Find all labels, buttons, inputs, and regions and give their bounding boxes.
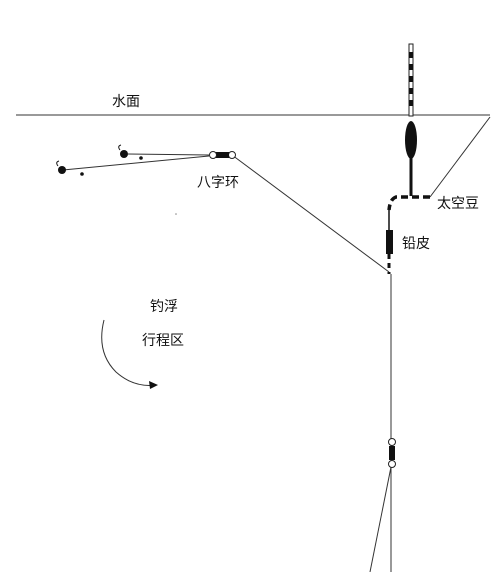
lead-sheet-label: 铅皮 [402, 236, 430, 252]
travel-zone-label-2: 行程区 [142, 333, 184, 349]
float-body [405, 121, 417, 159]
lower-ring-top [388, 438, 396, 446]
rod-line [429, 116, 491, 198]
ring-body [216, 152, 229, 158]
ring-right [228, 151, 236, 159]
stray-dot [175, 213, 177, 215]
travel-zone-arrowhead [149, 381, 158, 389]
lower-swivel [389, 446, 395, 460]
hook-line-short [127, 153, 210, 156]
figure8-ring-label: 八字环 [197, 175, 239, 191]
travel-zone-label-1: 钓浮 [150, 299, 178, 315]
lower-leader [369, 466, 392, 572]
travel-zone-arc [101, 319, 157, 386]
hook-long [58, 166, 66, 174]
hook-short-dot [139, 156, 143, 160]
hook-long-dot [80, 172, 84, 176]
space-beans-label: 太空豆 [437, 196, 479, 212]
lower-ring-bottom [388, 460, 396, 468]
float-antenna [408, 43, 414, 117]
hook-short [120, 150, 128, 158]
hook-short-barb [118, 144, 122, 151]
main-line-space-beans [387, 195, 430, 211]
lead-sheet [386, 230, 393, 254]
hook-line-long [62, 155, 210, 171]
water-surface-label: 水面 [112, 94, 140, 110]
ring-left [209, 151, 217, 159]
leader-to-ring [231, 154, 390, 273]
hook-long-barb [56, 160, 60, 167]
